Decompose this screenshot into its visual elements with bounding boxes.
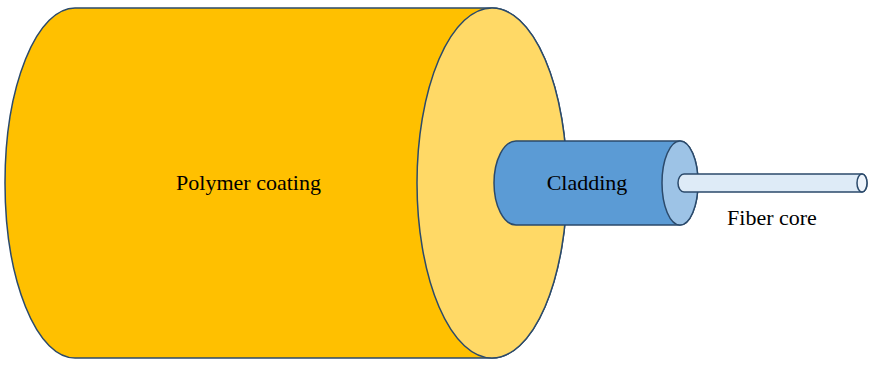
part-name: Fiber core [727,205,817,231]
cladding-cylinder: Cladding [494,141,698,225]
text-area: Polymer coating [5,8,492,358]
cylinder-body [494,141,698,225]
text-area: Fiber core [676,200,868,236]
cylinder-body [5,8,567,358]
cylinder-body [678,174,867,192]
part-name: Cladding [547,170,628,196]
cylinder-end-face [857,174,867,192]
part-name: Polymer coating [176,170,321,196]
core-cylinder: Fiber core [676,170,868,240]
text-area: Cladding [494,141,680,225]
coating-cylinder: Polymer coating [5,8,567,358]
